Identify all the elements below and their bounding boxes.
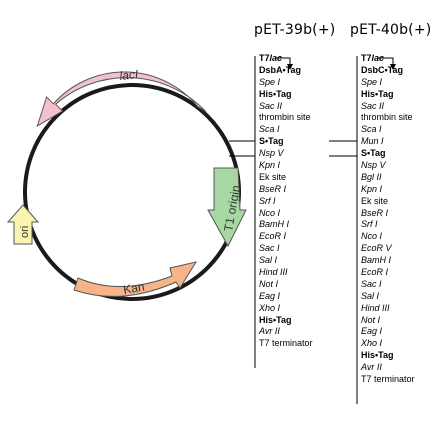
ori-label: ori (19, 226, 31, 238)
mcs-site: T7 terminator (361, 374, 415, 385)
mcs-site: Avr II (259, 326, 280, 337)
ori-arrow (6, 204, 40, 245)
mcs-site: Nco I (259, 207, 281, 218)
mcs-site: S•Tag (259, 136, 284, 147)
mcs-site: DsbC•Tag (361, 64, 403, 75)
t1-origin-arrow (207, 167, 247, 248)
mcs-site: His•Tag (361, 350, 394, 361)
mcs-site: Hind III (259, 267, 288, 278)
t7lac-arrow-39b-head (287, 64, 293, 70)
mcs-site: Sal I (361, 290, 380, 301)
mcs-site: Nsp V (361, 160, 386, 171)
mcs-site: Nco I (361, 231, 383, 242)
mcs-site: Not I (259, 278, 279, 289)
mcs-site: EcoR I (259, 231, 287, 242)
mcs-site: Ek site (361, 195, 389, 206)
mcs-site: Kpn I (361, 183, 383, 194)
mcs-site: T7 terminator (259, 338, 313, 349)
mcs-site: T7lac (361, 53, 438, 65)
mcs-site: Sac I (259, 243, 280, 254)
mcs-site: T7lac (259, 53, 339, 65)
mcs-site: Spe I (259, 76, 281, 87)
lacI-label: lacI (119, 67, 140, 83)
mcs-site: Ek site (259, 171, 287, 182)
mcs-site: Sac II (259, 100, 283, 111)
plasmid-backbone (23, 83, 241, 301)
mcs-site: EcoR I (361, 267, 389, 278)
mcs-site: BseR I (361, 207, 389, 218)
mcs-site: Sac I (361, 278, 382, 289)
mcs-site: His•Tag (259, 88, 292, 99)
mcs-site: Srf I (361, 219, 378, 230)
column-title-39b: pET-39b(+) (254, 22, 336, 38)
promoter-label: T7lac (259, 53, 283, 63)
mcs-site: Sca I (361, 124, 382, 135)
mcs-site: S•Tag (361, 148, 386, 159)
mcs-site: Kpn I (259, 160, 281, 171)
mcs-site: Srf I (259, 195, 276, 206)
mcs-site: BamH I (361, 255, 392, 266)
mcs-site: EcoR V (361, 243, 392, 254)
mcs-site: Mun I (361, 136, 384, 147)
mcs-site: thrombin site (259, 112, 311, 123)
t7lac-arrow-40b-head (390, 64, 396, 70)
mcs-site: BseR I (259, 183, 287, 194)
mcs-site: Bgl II (361, 171, 382, 182)
kan-arrow (73, 261, 198, 297)
mcs-site: His•Tag (361, 88, 394, 99)
lacI-arrow (36, 71, 207, 128)
mcs-site: Nsp V (259, 148, 284, 159)
mcs-site: Hind III (361, 302, 390, 313)
mcs-site: BamH I (259, 219, 290, 230)
mcs-site: Eag I (361, 326, 383, 337)
mcs-site: Not I (361, 314, 381, 325)
promoter-label: T7lac (361, 53, 385, 63)
mcs-site: DsbA•Tag (259, 64, 301, 75)
mcs-site: His•Tag (259, 314, 292, 325)
mcs-site: Xho I (259, 302, 281, 313)
mcs-site: Avr II (361, 362, 382, 373)
mcs-site: Xho I (361, 338, 383, 349)
mcs-site: Sca I (259, 124, 280, 135)
mcs-site: Spe I (361, 76, 383, 87)
column-title-40b: pET-40b(+) (350, 22, 432, 38)
mcs-site: Sal I (259, 255, 278, 266)
mcs-site: Eag I (259, 290, 281, 301)
mcs-site: Sac II (361, 100, 385, 111)
kan-label: Kan (122, 279, 145, 296)
mcs-site: thrombin site (361, 112, 413, 123)
